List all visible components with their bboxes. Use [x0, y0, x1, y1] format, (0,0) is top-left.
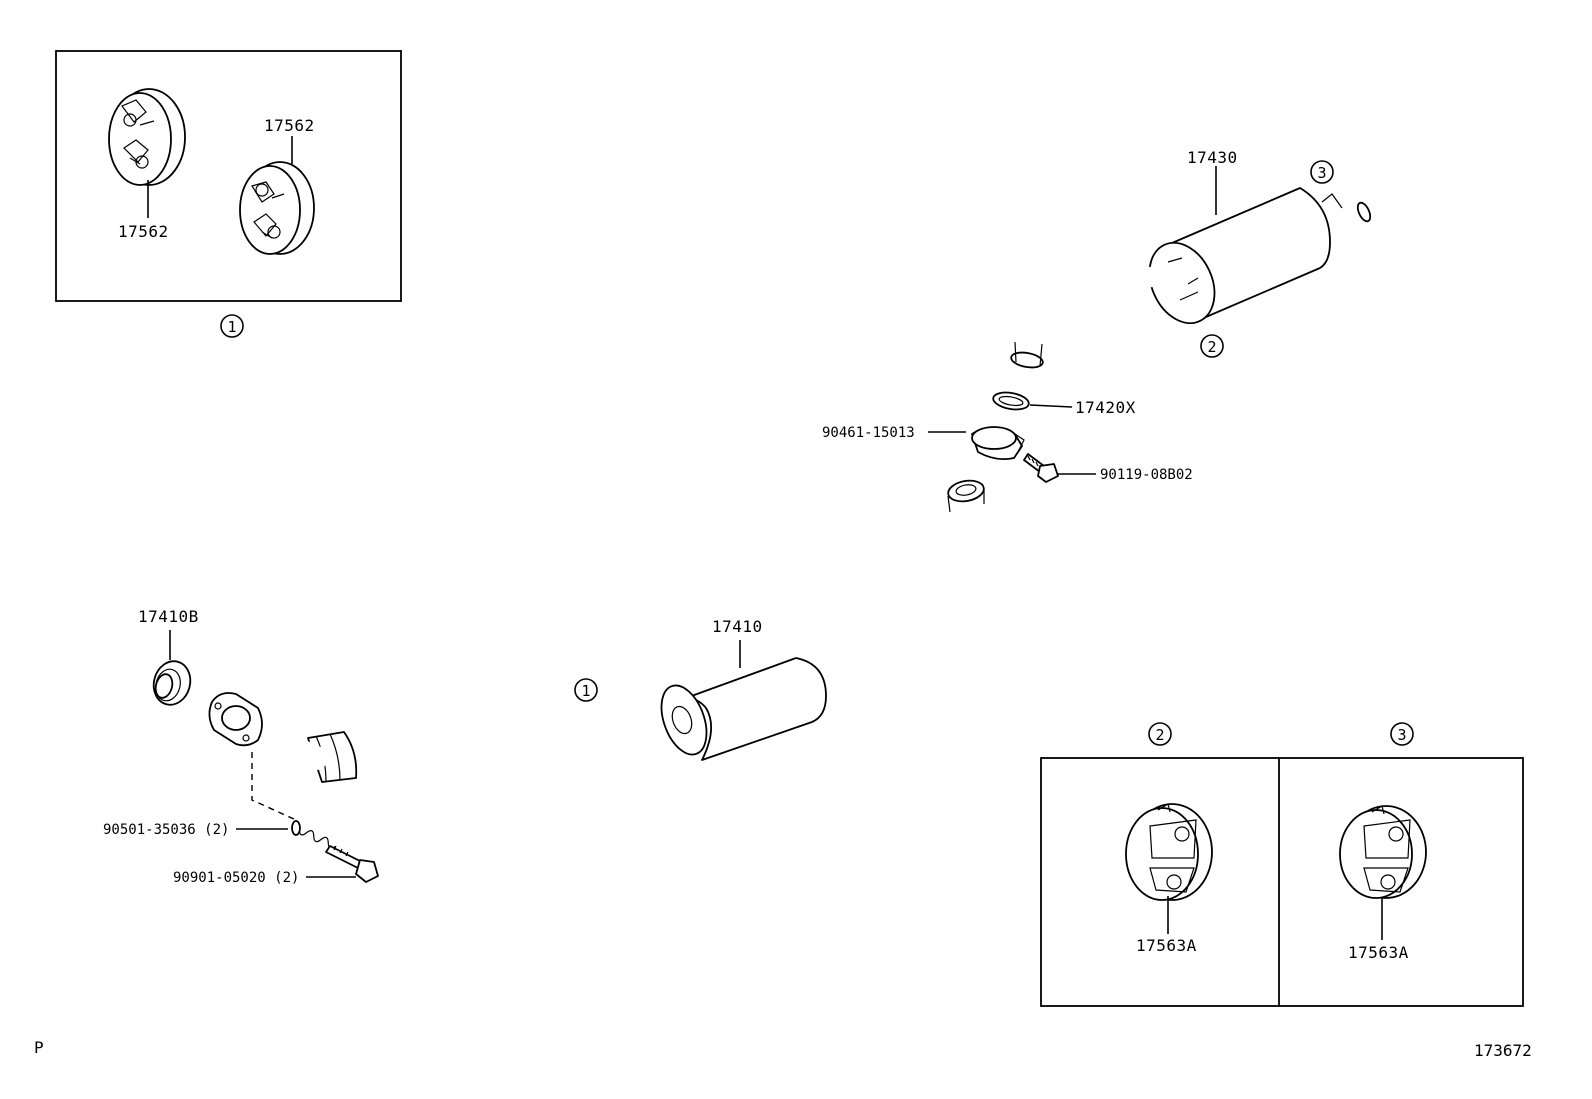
pipe-icon: [208, 479, 985, 783]
muffler-icon: [1010, 187, 1373, 369]
callout-3-muffler: 3: [1310, 160, 1334, 184]
part-label-17410B: 17410B: [138, 607, 199, 626]
hanger-rubber-icon: [1339, 805, 1427, 899]
part-label-90501-35036: 90501-35036 (2): [103, 822, 229, 838]
pin-icon: [1059, 807, 1119, 853]
svg-text:2: 2: [1155, 726, 1164, 744]
gasket-icon: [152, 660, 192, 706]
bolt-icon: [1023, 453, 1059, 483]
pin-icon: [1411, 907, 1471, 949]
part-label-17410: 17410: [712, 617, 763, 636]
svg-text:3: 3: [1397, 726, 1406, 744]
diagram-reference-number: 173672: [1474, 1041, 1532, 1060]
pin-icon: [197, 123, 267, 155]
svg-text:3: 3: [1317, 164, 1326, 182]
corner-label-left: P: [34, 1038, 44, 1057]
callout-2-box: 2: [1148, 722, 1172, 746]
detail-box-1: [55, 50, 402, 302]
callout-3-box: 3: [1390, 722, 1414, 746]
part-label-17563A-box2: 17563A: [1136, 936, 1197, 955]
svg-text:1: 1: [581, 682, 590, 700]
detail-box-2-3: [1040, 757, 1524, 1007]
svg-text:2: 2: [1207, 338, 1216, 356]
pin-icon: [323, 185, 385, 215]
hanger-rubber-icon: [1125, 803, 1213, 901]
part-label-17562-bottom: 17562: [118, 222, 169, 241]
hanger-rubber-icon: [239, 161, 315, 255]
callout-2-muffler: 2: [1200, 334, 1224, 358]
part-label-17420X: 17420X: [1075, 398, 1136, 417]
part-label-90461-15013: 90461-15013: [822, 425, 915, 441]
callout-1-box: 1: [220, 314, 244, 338]
svg-text:1: 1: [227, 318, 236, 336]
callout-1-pipe: 1: [574, 678, 598, 702]
hanger-rubber-icon: [108, 88, 186, 186]
part-label-17430: 17430: [1187, 148, 1238, 167]
spring-icon: [291, 820, 336, 850]
part-label-90119-08B02: 90119-08B02: [1100, 467, 1193, 483]
part-label-17562-top: 17562: [264, 116, 315, 135]
clamp-icon: [971, 426, 1025, 461]
gasket-icon: [992, 391, 1030, 411]
part-label-90901-05020: 90901-05020 (2): [173, 870, 299, 886]
part-label-17563A-box3: 17563A: [1348, 943, 1409, 962]
bolt-icon: [325, 845, 379, 883]
